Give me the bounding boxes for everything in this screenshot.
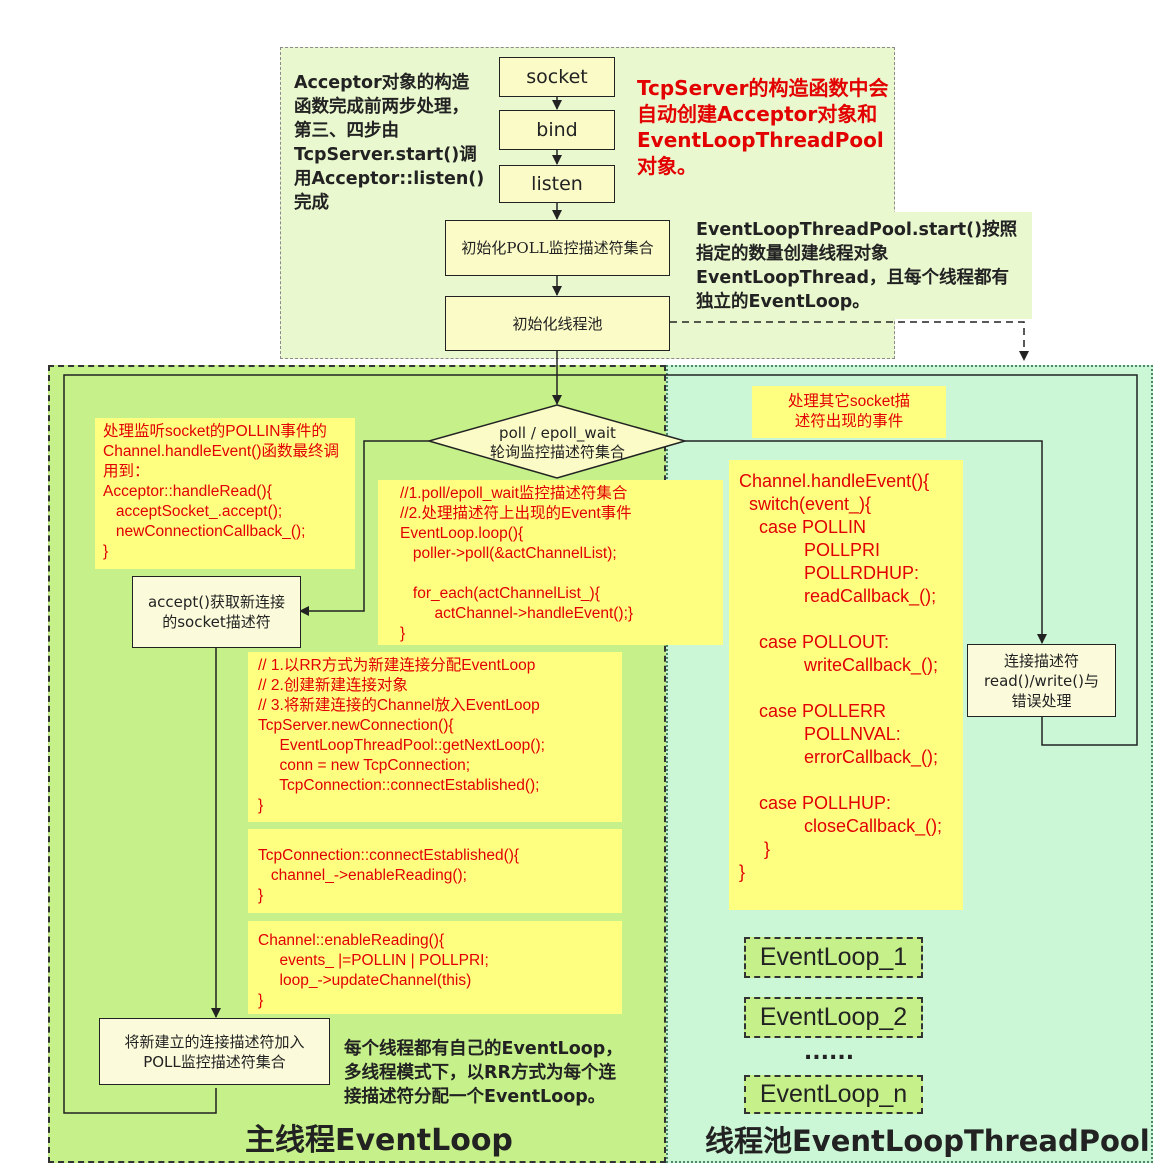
- poll-decision-text: poll / epoll_wait 轮询监控描述符集合: [460, 424, 655, 462]
- eventloop-n-box: EventLoop_n: [744, 1075, 923, 1114]
- handle-event-note: Channel.handleEvent(){ switch(event_){ c…: [729, 460, 963, 910]
- socket-label: socket: [526, 66, 588, 88]
- accept-step: accept()获取新连接 的socket描述符: [132, 576, 301, 648]
- listen-label: listen: [531, 173, 583, 195]
- connect-established-note: TcpConnection::connectEstablished(){ cha…: [248, 829, 622, 913]
- main-thread-title: 主线程EventLoop: [245, 1123, 513, 1158]
- acceptor-steps-note: Acceptor对象的构造 函数完成前两步处理， 第三、四步由 TcpServe…: [294, 73, 485, 213]
- socket-step: socket: [499, 57, 615, 97]
- pool-title: 线程池EventLoopThreadPool: [705, 1124, 1150, 1158]
- init-poll-label: 初始化POLL监控描述符集合: [461, 239, 654, 257]
- arrow-poll-connhandle: [685, 440, 1047, 644]
- main-loop-line: [63, 374, 557, 1114]
- eventloop-2-box: EventLoop_2: [744, 997, 923, 1038]
- bind-step: bind: [499, 110, 615, 150]
- rr-note: 每个线程都有自己的EventLoop， 多线程模式下，以RR方式为每个连 接描述…: [344, 1039, 623, 1107]
- arrow-poll-accept: [299, 440, 429, 616]
- poll-decision-diamond: [426, 404, 688, 479]
- add-to-poll-label: 将新建立的连接描述符加入 POLL监控描述符集合: [124, 1032, 305, 1071]
- listen-step: listen: [499, 165, 615, 203]
- poll-decision-line2: 轮询监控描述符集合: [489, 443, 625, 461]
- eventloop-1-label: EventLoop_1: [759, 943, 908, 971]
- conn-handle-step: 连接描述符 read()/write()与 错误处理: [967, 644, 1116, 717]
- eventloop-1-box: EventLoop_1: [744, 937, 923, 978]
- dashed-arrow-to-pool: [670, 321, 1029, 361]
- eventloop-2-label: EventLoop_2: [759, 1003, 908, 1031]
- new-connection-note: // 1.以RR方式为新建连接分配EventLoop // 2.创建新建连接对象…: [248, 652, 622, 822]
- enable-reading-note: Channel::enableReading(){ events_ |=POLL…: [248, 921, 622, 1014]
- eventloop-n-label: EventLoop_n: [759, 1080, 908, 1108]
- other-socket-note: 处理其它socket描 述符出现的事件: [752, 386, 946, 438]
- init-pool-label: 初始化线程池: [512, 314, 603, 333]
- poll-decision-line1: poll / epoll_wait: [499, 424, 616, 442]
- init-pool-step: 初始化线程池: [445, 296, 670, 351]
- tcpserver-ctor-note: TcpServer的构造函数中会 自动创建Acceptor对象和 EventLo…: [637, 76, 889, 178]
- accept-label: accept()获取新连接 的socket描述符: [147, 593, 286, 631]
- init-poll-step: 初始化POLL监控描述符集合: [445, 220, 670, 276]
- pool-loop-line: [557, 374, 1138, 746]
- conn-handle-label: 连接描述符 read()/write()与 错误处理: [984, 651, 1099, 710]
- loop-code-note: //1.poll/epoll_wait监控描述符集合 //2.处理描述符上出现的…: [378, 480, 723, 645]
- bind-label: bind: [536, 119, 578, 141]
- eventloop-ellipsis: ......: [803, 1040, 855, 1065]
- pool-start-note: EventLoopThreadPool.start()按照 指定的数量创建线程对…: [690, 212, 1032, 319]
- pollin-handle-note: 处理监听socket的POLLIN事件的 Channel.handleEvent…: [95, 418, 355, 569]
- add-to-poll-step: 将新建立的连接描述符加入 POLL监控描述符集合: [99, 1018, 330, 1085]
